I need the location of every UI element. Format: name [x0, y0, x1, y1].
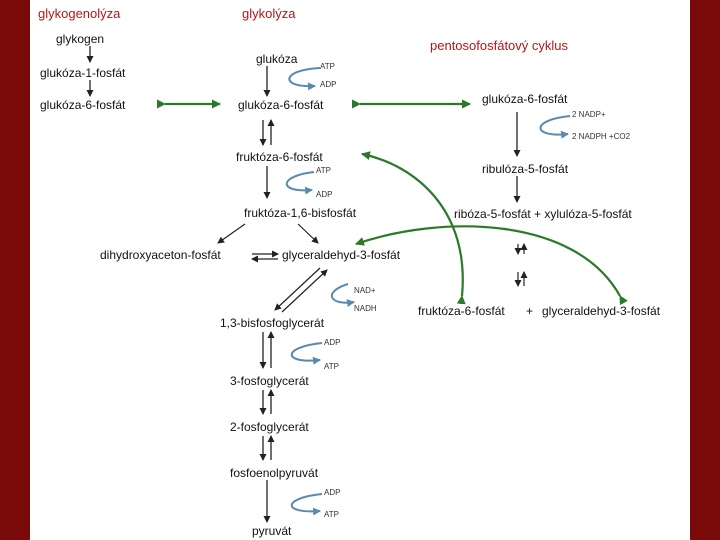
arrow-f16bp-to-gap	[297, 223, 319, 244]
node-fructose-1-6-bisphosphate: fruktóza-1,6-bisfosfát	[244, 206, 357, 220]
node-product-fructose-6-phosphate: fruktóza-6-fosfát	[418, 304, 505, 318]
cofactor-adp-1: ADP	[320, 80, 337, 89]
node-glycogen: glykogen	[56, 32, 105, 46]
node-2-phosphoglycerate: 2-fosfoglycerát	[230, 420, 309, 434]
cofactor-nad-plus: NAD+	[354, 286, 376, 295]
arrow-layer	[86, 46, 628, 523]
cofactor-arrow-adp-atp-3	[290, 342, 323, 365]
cofactor-arrow-nadp-nadph	[539, 115, 571, 139]
node-product-glyceraldehyde-3-phosphate: glyceraldehyd-3-fosfát	[542, 304, 661, 318]
node-glyceraldehyde-3-phosphate: glyceraldehyd-3-fosfát	[282, 248, 401, 262]
node-dihydroxyacetone-phosphate: dihydroxyaceton-fosfát	[100, 248, 221, 262]
node-ribulose-5-phosphate: ribulóza-5-fosfát	[482, 162, 569, 176]
cofactor-arrow-nad-nadh	[330, 283, 355, 308]
node-glucose-6-phosphate: glukóza-6-fosfát	[238, 98, 324, 112]
cofactor-arrow-adp-atp-4	[290, 493, 323, 516]
cofactor-nadph-co2: 2 NADPH +CO2	[572, 132, 631, 141]
node-glucose-1-phosphate: glukóza-1-fosfát	[40, 66, 126, 80]
plus-sign: +	[526, 304, 534, 318]
node-glucose-6-phosphate-left: glukóza-6-fosfát	[40, 98, 126, 112]
cofactor-adp-3: ADP	[324, 338, 341, 347]
metabolic-pathway-diagram: glykogenolýza glykolýza pentosofosfátový…	[30, 0, 690, 540]
node-fructose-6-phosphate: fruktóza-6-fosfát	[236, 150, 323, 164]
node-1-3-bisphosphoglycerate: 1,3-bisfosfoglycerát	[220, 316, 325, 330]
header-pentose-phosphate-cycle: pentosofosfátový cyklus	[430, 38, 569, 53]
arrow-f16bp-to-dhap	[217, 223, 246, 244]
header-glycogenolysis: glykogenolýza	[38, 6, 121, 21]
cofactor-atp-2: ATP	[316, 166, 331, 175]
cofactor-nadh: NADH	[354, 304, 377, 313]
header-glycolysis: glykolýza	[242, 6, 296, 21]
node-ppp-glucose-6-phosphate: glukóza-6-fosfát	[482, 92, 568, 106]
node-glucose: glukóza	[256, 52, 298, 66]
node-phosphoenolpyruvate: fosfoenolpyruvát	[230, 466, 319, 480]
node-pyruvate: pyruvát	[252, 524, 292, 538]
node-ribose-xylulose-5-phosphate: ribóza-5-fosfát + xylulóza-5-fosfát	[454, 207, 632, 221]
cofactor-arrow-atp-adp-1	[288, 67, 321, 91]
cofactor-arrow-atp-adp-2	[285, 171, 315, 195]
green-curve-to-f6p	[361, 151, 466, 305]
cofactor-atp-3: ATP	[324, 362, 339, 371]
arrow-gap-to-bpg	[274, 267, 321, 311]
cofactor-atp-4: ATP	[324, 510, 339, 519]
green-curve-to-gap	[355, 225, 628, 306]
node-3-phosphoglycerate: 3-fosfoglycerát	[230, 374, 309, 388]
arrow-bpg-to-gap	[281, 269, 328, 313]
cofactor-nadp: 2 NADP+	[572, 110, 606, 119]
cofactor-adp-4: ADP	[324, 488, 341, 497]
cofactor-atp-1: ATP	[320, 62, 335, 71]
cofactor-adp-2: ADP	[316, 190, 333, 199]
